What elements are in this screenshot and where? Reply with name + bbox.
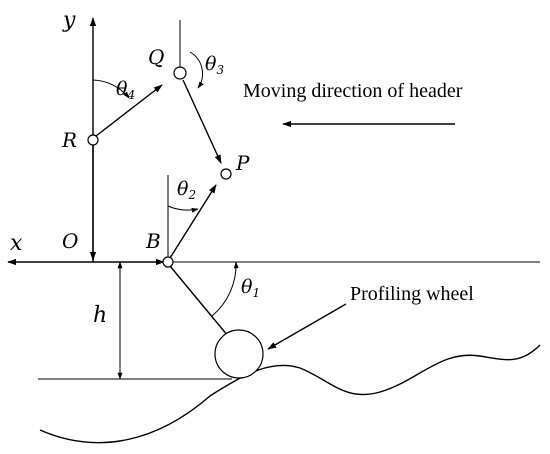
wheel-leader-arrow: [267, 303, 347, 350]
link-b-to-wheel: [169, 265, 229, 337]
theta4-arc: [92, 79, 130, 99]
joint-q: [173, 66, 187, 80]
theta2-label: θ2: [177, 178, 196, 202]
theta3-arc: [189, 51, 204, 89]
terrain-profile: [39, 344, 541, 444]
moving-direction-label: Moving direction of header: [243, 80, 463, 102]
link-b-to-p: [169, 184, 217, 259]
theta3-label: θ3: [205, 53, 224, 77]
point-label-b: B: [145, 229, 161, 253]
link-q-to-p: [182, 79, 222, 164]
joint-r: [87, 134, 99, 146]
theta1-label: θ1: [241, 276, 260, 300]
point-label-o: O: [62, 229, 78, 253]
profiling-wheel: [214, 329, 264, 379]
y-axis-label: y: [62, 8, 76, 33]
point-label-p: P: [235, 151, 250, 175]
profiling-wheel-label: Profiling wheel: [350, 283, 474, 305]
point-label-q: Q: [148, 45, 164, 69]
theta4-label: θ4: [116, 78, 135, 102]
point-label-r: R: [61, 128, 77, 152]
joint-p: [220, 168, 232, 180]
height-label: h: [93, 303, 107, 328]
joint-b: [162, 256, 174, 268]
theta2-arc: [167, 205, 199, 213]
theta1-arc: [211, 261, 239, 317]
link-r-to-q: [95, 84, 163, 137]
x-axis-label: x: [10, 231, 23, 256]
